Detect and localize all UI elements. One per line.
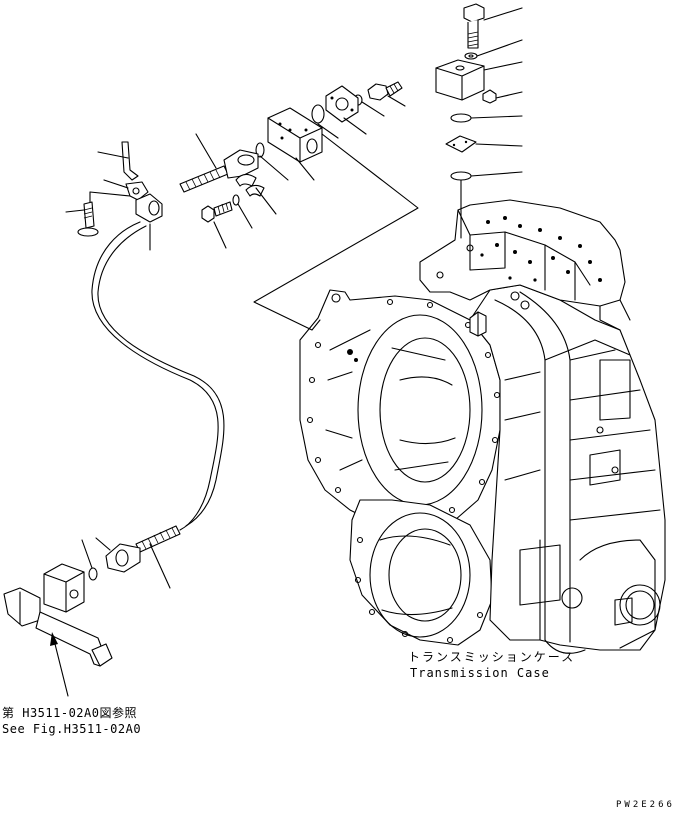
reference-label-en: See Fig.H3511-02A0 [2,722,142,736]
transmission-case-label-jp: トランスミッションケース [408,650,576,664]
transmission-case-drawing [299,199,666,654]
transmission-case-label-en: Transmission Case [410,666,550,680]
top-right-parts [435,3,523,239]
left-upper-parts [65,133,277,531]
reference-label-jp: 第 H3511-02A0図参照 [2,706,137,720]
left-lower-parts [3,525,181,697]
drawing-code: PW2E266 [616,800,675,810]
